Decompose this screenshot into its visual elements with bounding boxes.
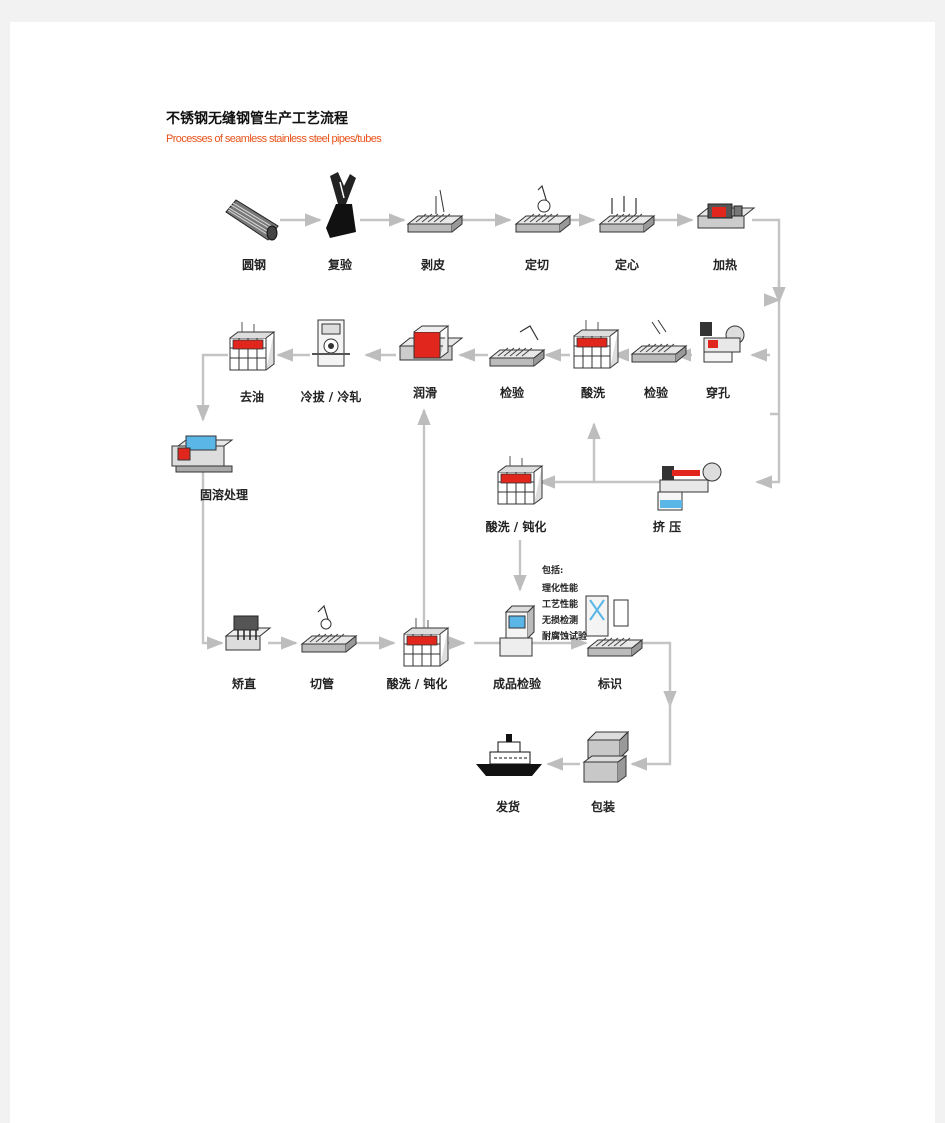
lubrication-station-icon (398, 325, 464, 361)
inspection-note-item: 理化性能 (542, 584, 579, 594)
step-label-lubricating: 润滑 (412, 386, 438, 400)
degreasing-tank-icon (229, 321, 275, 371)
step-label-straightening: 矫直 (231, 677, 257, 691)
pickling-tank-icon (403, 617, 449, 667)
saw-icon (515, 184, 571, 233)
step-label-recheck: 复验 (327, 258, 353, 272)
pickling-tank-icon (497, 455, 543, 505)
heating-furnace-icon (696, 203, 756, 229)
package-boxes-icon (582, 730, 630, 783)
bar-stock-icon (225, 199, 279, 241)
step-label-degreasing: 去油 (239, 390, 265, 404)
spectrometer-icon (326, 172, 356, 238)
step-label-round-steel: 圆钢 (241, 258, 267, 272)
inspection-note-item: 无损检测 (542, 616, 579, 626)
step-label-solution-treatment: 固溶处理 (199, 488, 249, 502)
inspection-note-item: 耐腐蚀试验 (542, 632, 588, 642)
step-label-extrusion: 挤 压 (652, 520, 682, 534)
step-label-marking: 标识 (597, 677, 623, 691)
diagram-title: 不锈钢无缝钢管生产工艺流程 (166, 111, 348, 127)
step-label-pickling-passivation-2: 酸洗 / 钝化 (386, 677, 448, 691)
cutting-machine-icon (301, 604, 357, 653)
drawing-machine-icon (312, 319, 350, 367)
test-instrument-icon (499, 604, 536, 657)
peeling-machine-icon (407, 189, 463, 233)
inspection-bench-icon (489, 325, 545, 367)
inspection-note-item: 工艺性能 (542, 600, 579, 610)
ship-icon (476, 734, 542, 776)
step-label-inspection-2: 检验 (499, 386, 525, 400)
page-sheet (10, 22, 935, 1123)
centering-machine-icon (599, 196, 655, 233)
inspection-bench-icon (631, 319, 687, 363)
step-label-shipping: 发货 (495, 800, 521, 814)
step-label-pipe-cutting: 切管 (309, 677, 335, 691)
marking-machine-icon (585, 595, 643, 657)
step-label-piercing: 穿孔 (705, 386, 731, 400)
step-label-cut-to-length: 定切 (524, 258, 550, 272)
step-label-final-inspection: 成品检验 (492, 677, 542, 691)
inspection-notes-header: 包括: (542, 566, 564, 576)
step-label-cold-drawing: 冷拔 / 冷轧 (300, 390, 362, 404)
step-label-pickling: 酸洗 (580, 386, 606, 400)
straightener-icon (224, 615, 272, 651)
step-label-centering: 定心 (614, 258, 640, 272)
extrusion-press-icon (657, 462, 722, 511)
step-label-pickling-passivation-1: 酸洗 / 钝化 (485, 520, 547, 534)
step-label-peeling: 剥皮 (420, 258, 446, 272)
flow-lines (196, 213, 786, 771)
step-label-packing: 包装 (590, 800, 616, 814)
pickling-tank-icon (573, 319, 619, 369)
step-label-heating: 加热 (712, 258, 738, 272)
step-label-inspection-1: 检验 (643, 386, 669, 400)
piercing-mill-icon (700, 322, 745, 363)
solution-furnace-icon (171, 435, 234, 473)
diagram-subtitle: Processes of seamless stainless steel pi… (166, 133, 382, 145)
